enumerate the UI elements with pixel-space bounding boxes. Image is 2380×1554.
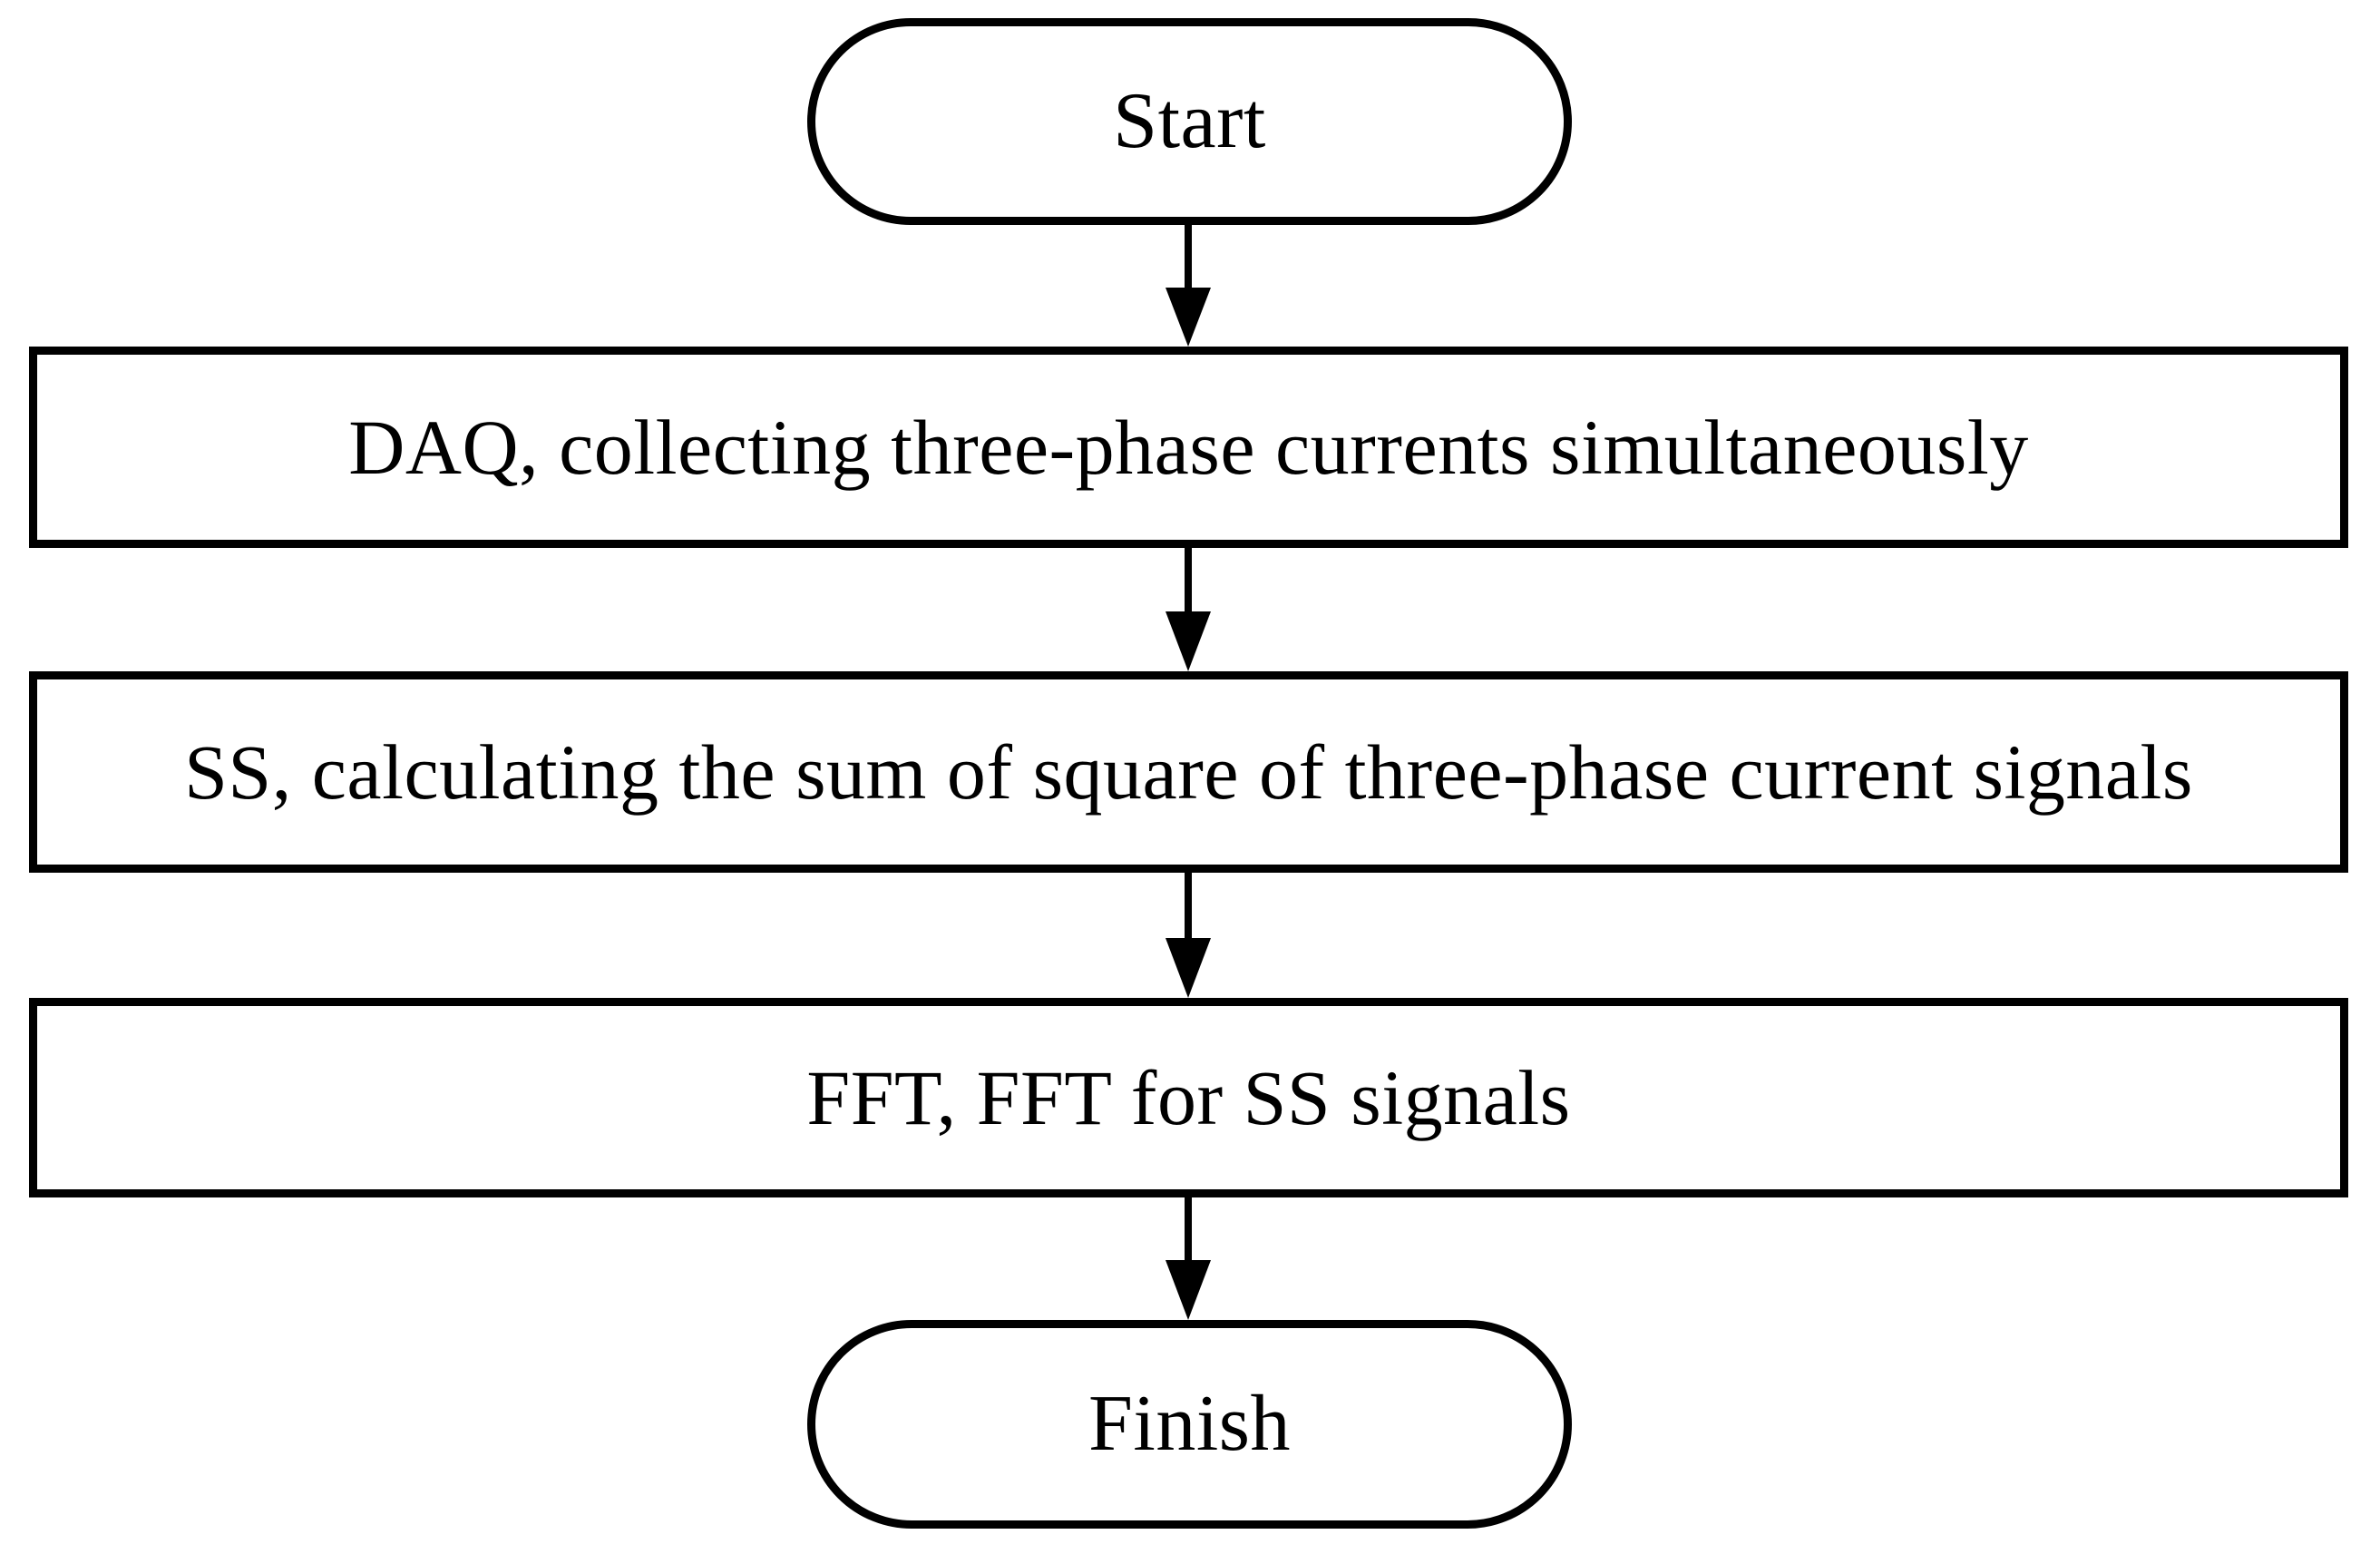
arrowhead-down-icon [1166,938,1211,998]
arrowhead-down-icon [1166,288,1211,347]
connector-ss-to-fft [1161,873,1215,998]
node-fft-label: FFT, FFT for SS signals [806,1054,1571,1141]
node-daq-label: DAQ, collecting three-phase currents sim… [348,404,2029,491]
connector-fft-to-finish [1161,1197,1215,1320]
arrowhead-down-icon [1166,611,1211,671]
node-fft[interactable]: FFT, FFT for SS signals [29,998,2348,1197]
connector-daq-to-ss [1161,548,1215,671]
node-ss[interactable]: SS, calculating the sum of square of thr… [29,671,2348,873]
arrowhead-down-icon [1166,1260,1211,1320]
node-ss-label: SS, calculating the sum of square of thr… [184,728,2193,816]
connector-start-to-daq [1161,225,1215,347]
node-start-label: Start [1113,77,1266,165]
node-finish[interactable]: Finish [807,1320,1572,1529]
node-daq[interactable]: DAQ, collecting three-phase currents sim… [29,347,2348,548]
node-start[interactable]: Start [807,18,1572,225]
node-finish-label: Finish [1088,1380,1292,1468]
